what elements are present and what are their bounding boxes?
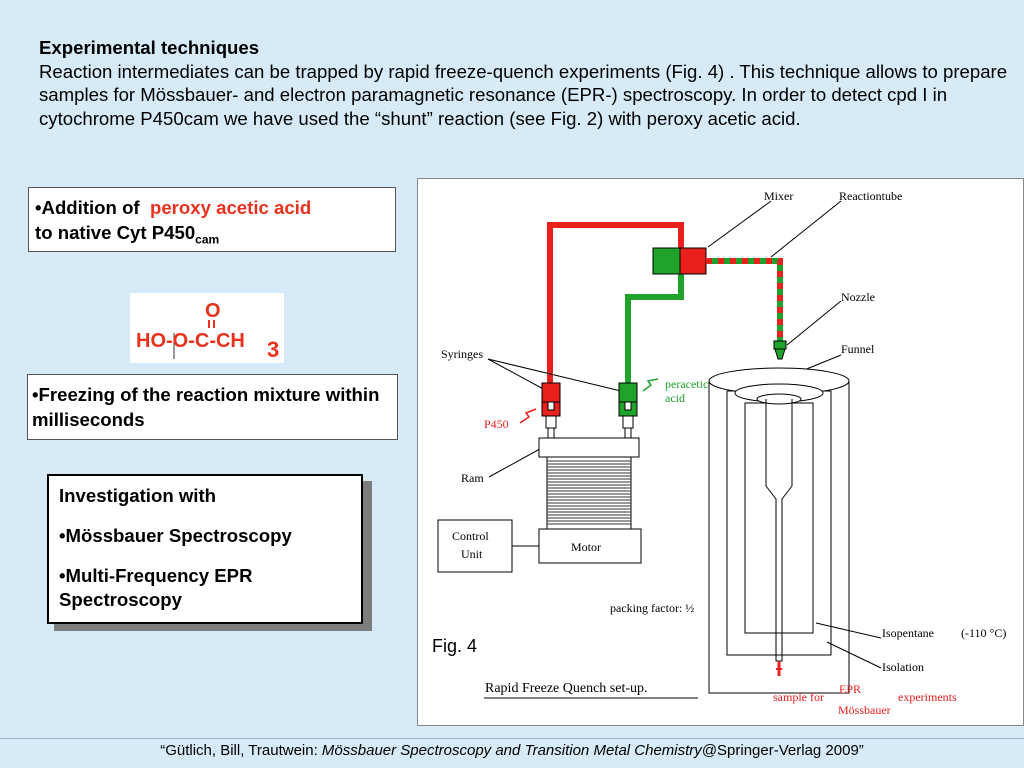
- freezing-box: •Freezing of the reaction mixture within…: [27, 374, 398, 440]
- label-temp: (-110 °C): [961, 626, 1006, 640]
- label-p450: P450: [484, 417, 509, 431]
- footer-title: Mössbauer Spectroscopy and Transition Me…: [321, 742, 702, 759]
- investigation-item-mossbauer: •Mössbauer Spectroscopy: [59, 525, 292, 546]
- label-epr: EPR: [839, 682, 861, 696]
- footer-suffix: @Springer-Verlag 2009”: [701, 742, 864, 759]
- addition-prefix: Addition of: [41, 197, 140, 218]
- investigation-box: Investigation with •Mössbauer Spectrosco…: [47, 474, 363, 624]
- figure-title: Rapid Freeze Quench set-up.: [485, 681, 648, 696]
- label-mixer: Mixer: [764, 189, 793, 203]
- bullet: •: [35, 197, 42, 218]
- addition-box: •Addition of peroxy acetic acid to nativ…: [28, 187, 396, 252]
- footer-divider: [0, 738, 1024, 739]
- label-acid: acid: [665, 391, 685, 405]
- intro-text: Experimental techniques Reaction interme…: [39, 36, 1014, 130]
- label-isolation: Isolation: [882, 660, 924, 674]
- footer-prefix: “Gütlich, Bill, Trautwein:: [160, 742, 322, 759]
- label-syringes: Syringes: [441, 347, 483, 361]
- addition-suffix: to native Cyt P450: [35, 222, 196, 243]
- mixer-red: [679, 247, 707, 275]
- footer-citation: “Gütlich, Bill, Trautwein: Mössbauer Spe…: [0, 742, 1024, 759]
- investigation-title: Investigation with: [59, 485, 217, 506]
- label-funnel: Funnel: [841, 342, 875, 356]
- section-heading: Experimental techniques: [39, 37, 260, 58]
- chemical-formula: O HO-O-C-CH 3: [130, 293, 284, 363]
- label-nozzle: Nozzle: [841, 290, 875, 304]
- rfq-figure: Mixer Reactiontube Nozzle Funnel Syringe…: [417, 178, 1024, 726]
- cam-subscript: cam: [195, 232, 220, 247]
- label-ram: Ram: [461, 471, 484, 485]
- label-mossbauer: Mössbauer: [838, 703, 891, 717]
- label-unit: Unit: [461, 547, 483, 561]
- formula-oxygen: O: [205, 300, 221, 322]
- investigation-item-epr: •Multi-Frequency EPR Spectroscopy: [59, 565, 253, 610]
- formula-subscript: 3: [267, 337, 279, 362]
- mixer-green: [652, 247, 682, 275]
- freezing-text: •Freezing of the reaction mixture within…: [32, 384, 380, 430]
- label-packing: packing factor: ½: [610, 601, 694, 615]
- label-isopentane: Isopentane: [882, 626, 934, 640]
- label-peracetic: peracetic: [665, 377, 708, 391]
- peroxy-acid-highlight: peroxy acetic acid: [149, 197, 312, 218]
- label-control: Control: [452, 529, 489, 543]
- intro-paragraph: Reaction intermediates can be trapped by…: [39, 60, 1008, 129]
- label-experiments: experiments: [898, 690, 957, 704]
- figure-caption: Fig. 4: [432, 636, 478, 656]
- formula-main: HO-O-C-CH: [136, 330, 245, 352]
- label-motor: Motor: [571, 540, 601, 554]
- label-sample-for: sample for: [773, 690, 824, 704]
- label-reactiontube: Reactiontube: [839, 189, 902, 203]
